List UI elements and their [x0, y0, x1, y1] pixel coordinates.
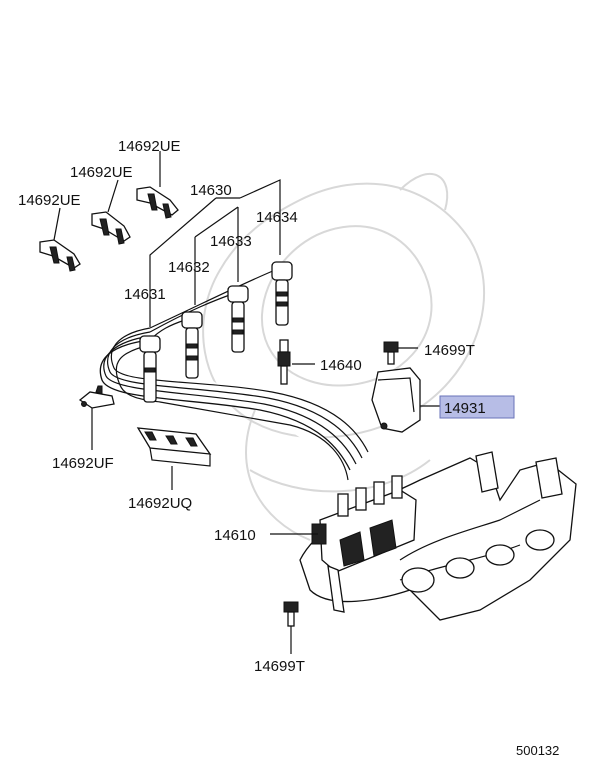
label-14699t-bottom: 14699T	[254, 658, 305, 675]
label-14692uq: 14692UQ	[128, 495, 192, 512]
label-14931: 14931	[444, 400, 486, 417]
bracket-14931[interactable]	[371, 367, 421, 433]
plug-boot-14632[interactable]	[181, 311, 203, 379]
label-14630: 14630	[190, 182, 232, 199]
label-14640: 14640	[320, 357, 362, 374]
watermark-emblem	[202, 172, 485, 541]
plug-boot-14633[interactable]	[227, 285, 249, 353]
clip-14692ue-mid[interactable]	[91, 211, 131, 245]
label-14699t-top: 14699T	[424, 342, 475, 359]
label-14692ue-left: 14692UE	[18, 192, 81, 209]
spark-plug-14640[interactable]	[277, 339, 291, 385]
plug-boot-14631[interactable]	[139, 335, 161, 403]
label-14631: 14631	[124, 286, 166, 303]
label-14692ue-top: 14692UE	[118, 138, 181, 155]
clip-14692ue-left[interactable]	[39, 239, 81, 272]
label-14632: 14632	[168, 259, 210, 276]
clip-14692ue-top[interactable]	[136, 186, 179, 219]
label-14633: 14633	[210, 233, 252, 250]
plug-boot-14634[interactable]	[271, 261, 293, 326]
label-14610: 14610	[214, 527, 256, 544]
label-14634: 14634	[256, 209, 298, 226]
intake-manifold	[299, 451, 577, 621]
ignition-coil-14610[interactable]	[311, 475, 417, 613]
label-14692ue-mid: 14692UE	[70, 164, 133, 181]
bolt-14699t-top[interactable]	[383, 341, 399, 365]
diagram-code: 500132	[516, 743, 559, 758]
ignition-wire-harness[interactable]	[99, 267, 369, 481]
clip-14692uf[interactable]	[78, 385, 115, 409]
label-14692uf: 14692UF	[52, 455, 114, 472]
cover-14692uq[interactable]	[136, 427, 212, 467]
highlight-14931	[439, 395, 515, 419]
bolt-14699t-bottom[interactable]	[283, 601, 299, 627]
